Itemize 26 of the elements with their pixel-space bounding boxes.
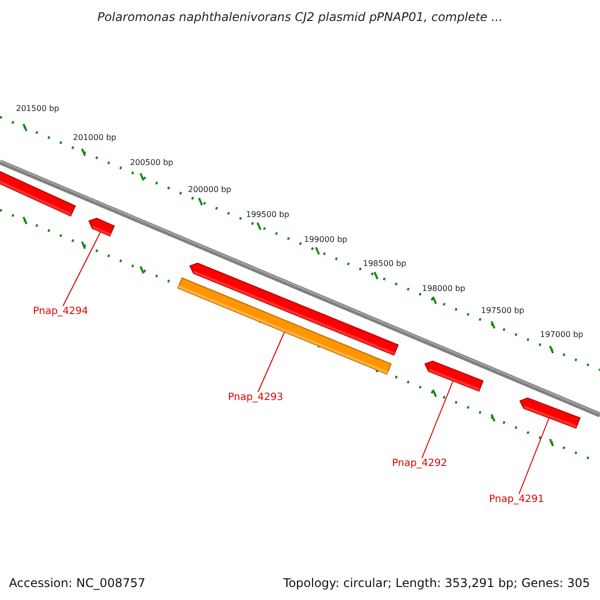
gene-label: Pnap_4294: [33, 306, 88, 317]
scale-label: 199000 bp: [304, 235, 348, 244]
scale-label: 199500 bp: [246, 210, 290, 219]
scale-label: 197500 bp: [481, 306, 524, 315]
title: Polaromonas naphthalenivorans CJ2 plasmid pPNAP01, complete ...: [96, 10, 504, 24]
gene-label: Pnap_4293: [228, 392, 284, 403]
scale-label: 198500 bp: [363, 259, 406, 268]
gene-bar: [88, 218, 115, 237]
leader-line: [422, 380, 454, 458]
scale-label: 200000 bp: [188, 185, 232, 194]
gene-bar: [177, 277, 392, 375]
gene-label: Pnap_4291: [489, 494, 544, 505]
leader-line: [518, 418, 550, 494]
leader-line: [258, 332, 285, 392]
scale-label: 200500 bp: [130, 158, 174, 167]
gene-bar: [519, 397, 581, 429]
scale-label: 201000 bp: [73, 133, 116, 142]
gene-bar: [424, 360, 484, 392]
scale-label: 198000 bp: [422, 284, 466, 293]
gene-label: Pnap_4292: [392, 458, 448, 469]
accession-text: Accession: NC_008757: [9, 576, 146, 590]
scale-label: 197000 bp: [540, 330, 584, 339]
summary-text: Topology: circular; Length: 353,291 bp; Genes: 305: [283, 576, 590, 590]
leader-line: [62, 232, 101, 306]
gene-bar: [0, 168, 76, 217]
scale-label: 201500 bp: [16, 104, 60, 113]
